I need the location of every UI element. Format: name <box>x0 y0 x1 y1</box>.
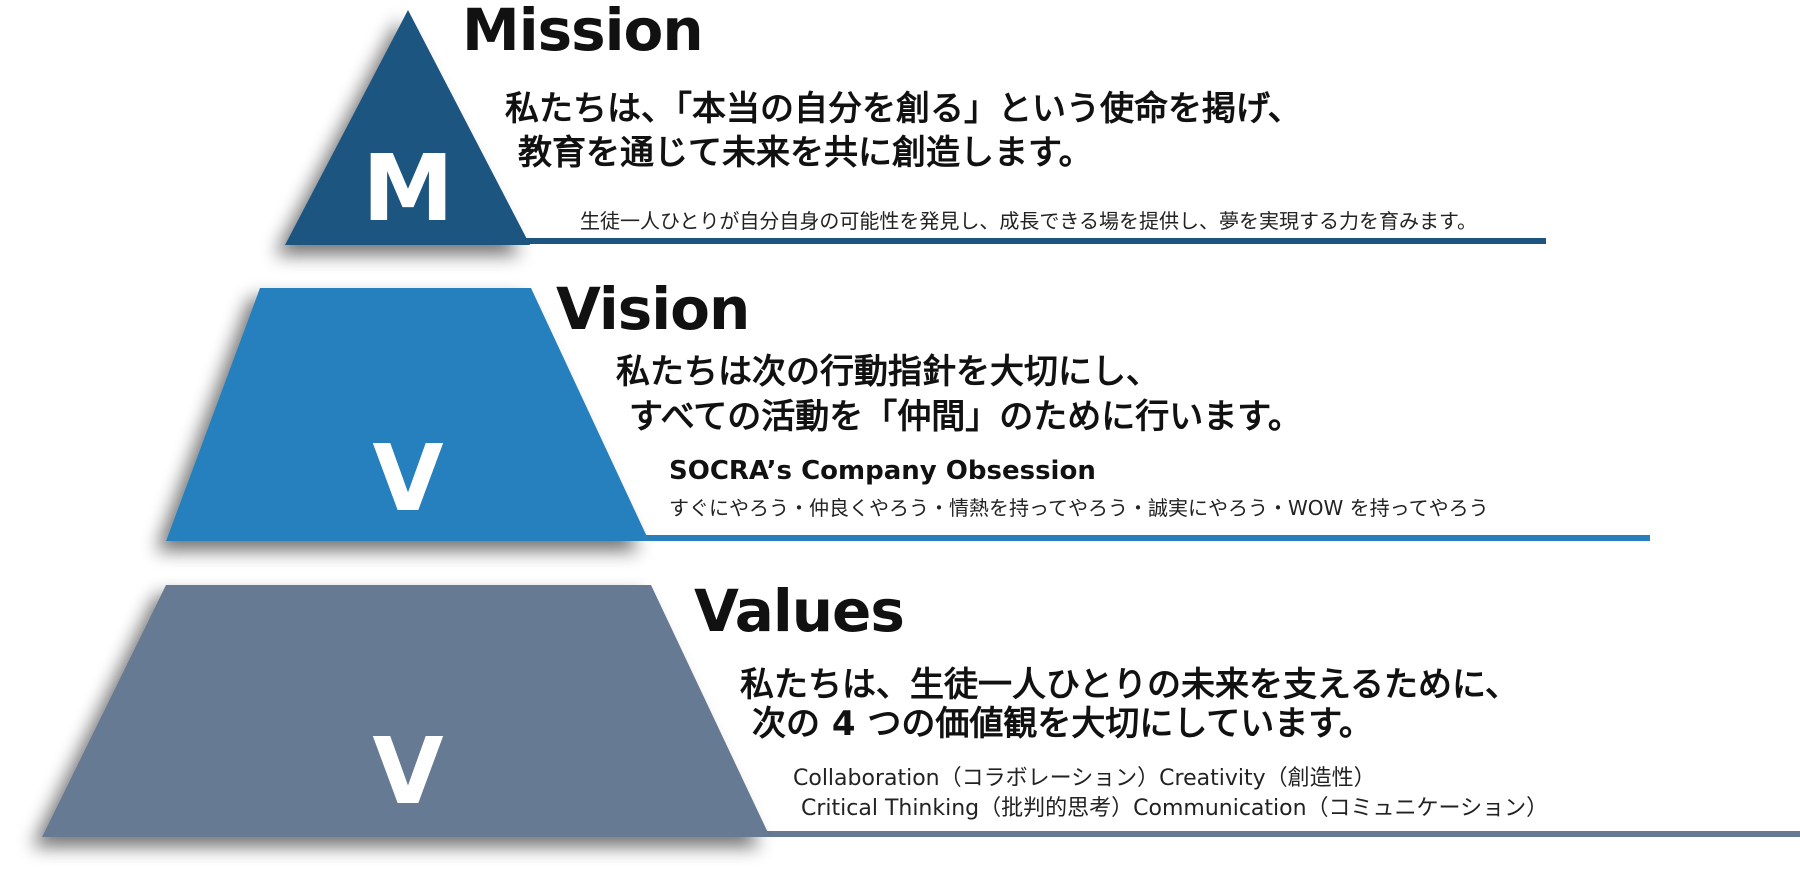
vision-tier <box>166 288 649 541</box>
mission-tier-letter: M <box>362 135 454 242</box>
company-obsession-title: SOCRA’s Company Obsession <box>669 456 1096 486</box>
mission-heading: Mission <box>462 0 704 64</box>
values-heading: Values <box>694 577 905 645</box>
values-statement-line1: 私たちは、生徒一人ひとりの未来を支えるために、 <box>740 665 1519 705</box>
values-tier-letter: V <box>372 718 443 825</box>
values-statement-line2: 次の 4 つの価値観を大切にしています。 <box>752 704 1373 744</box>
values-list-line2: Critical Thinking（批判的思考）Communication（コミ… <box>801 796 1549 821</box>
vision-heading: Vision <box>556 275 750 343</box>
values-underline <box>760 831 1800 837</box>
values-tier <box>42 585 770 837</box>
vision-statement-line2: すべての活動を「仲間」のために行います。 <box>629 397 1302 437</box>
company-obsession-items: すぐにやろう・仲良くやろう・情熱を持ってやろう・誠実にやろう・WOW を持ってや… <box>669 496 1489 520</box>
vision-underline <box>630 535 1650 541</box>
mission-statement-line2: 教育を通じて未来を共に創造します。 <box>518 133 1093 173</box>
vision-tier-letter: V <box>372 425 443 532</box>
mission-statement-line1: 私たちは、「本当の自分を創る」という使命を掲げ、 <box>505 89 1302 129</box>
mission-underline <box>520 238 1546 244</box>
mission-tier <box>285 10 530 245</box>
vision-statement-line1: 私たちは次の行動指針を大切にし、 <box>616 352 1160 392</box>
values-list-line1: Collaboration（コラボレーション）Creativity（創造性） <box>793 766 1376 791</box>
mission-detail: 生徒一人ひとりが自分自身の可能性を発見し、成長できる場を提供し、夢を実現する力を… <box>580 209 1477 233</box>
